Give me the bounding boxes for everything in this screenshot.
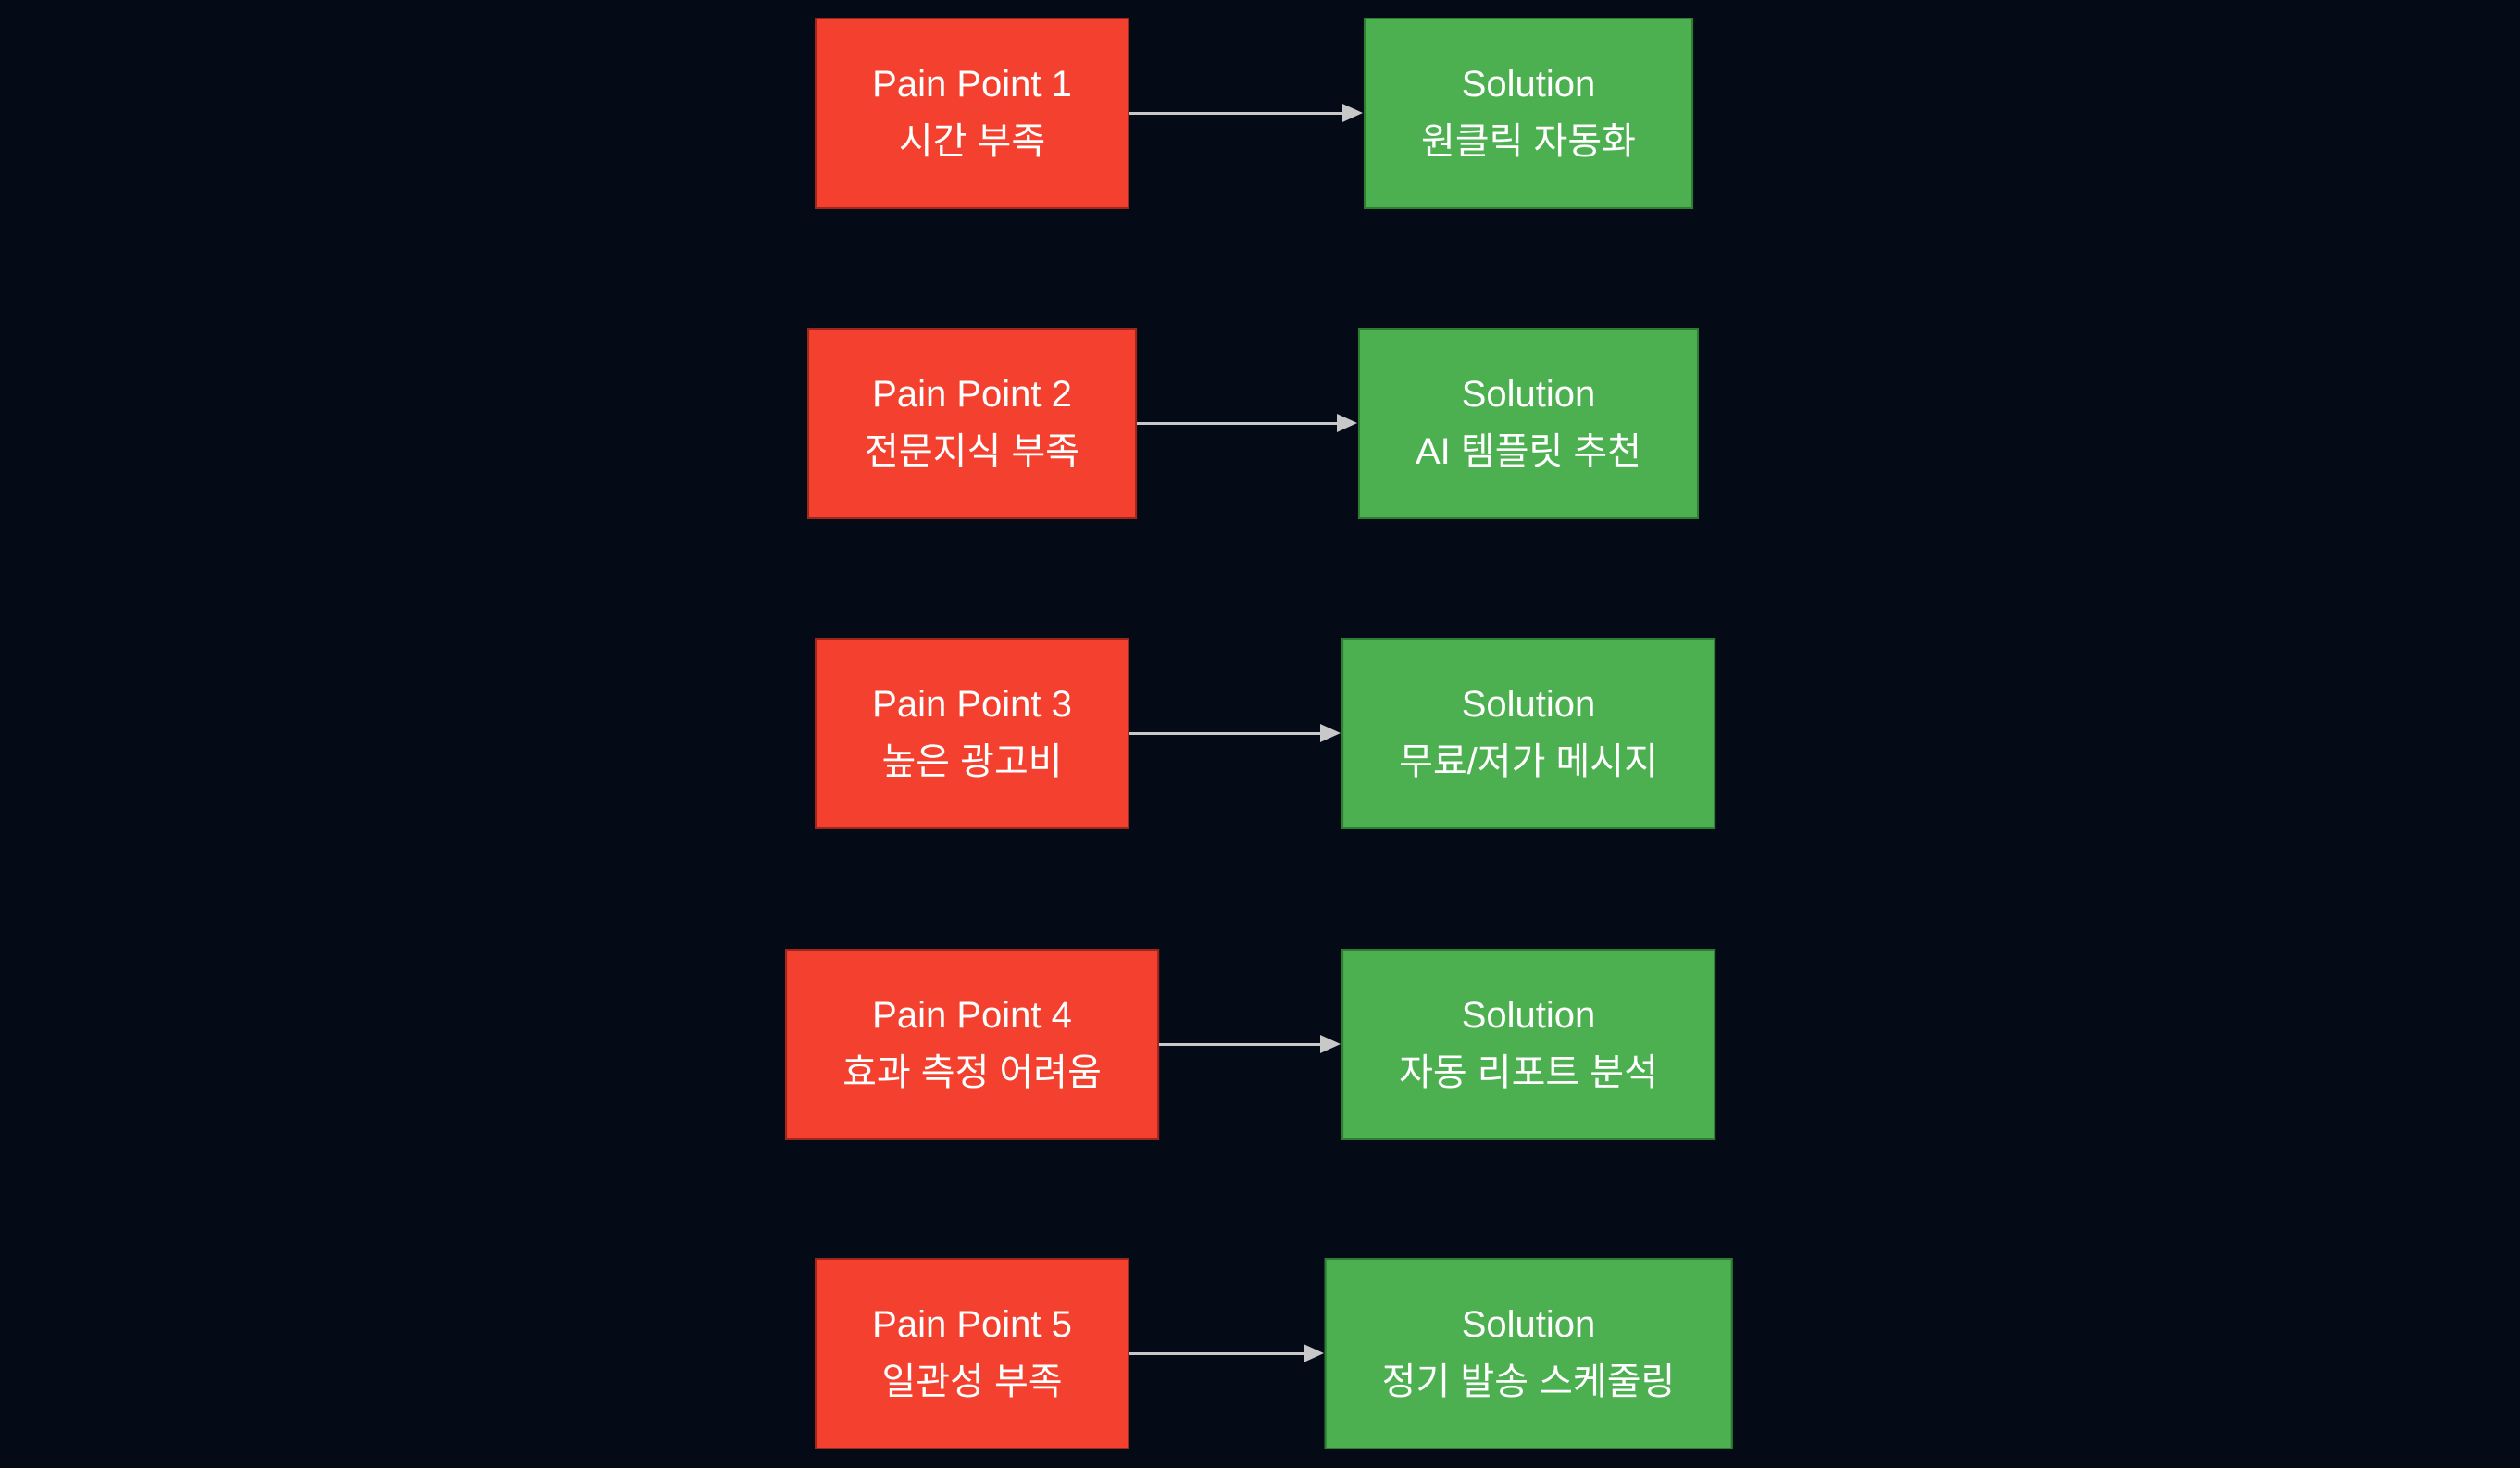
solution-text: 자동 리포트 분석 — [1399, 1051, 1658, 1093]
pain-point-box: Pain Point 2 전문지식 부족 — [807, 328, 1137, 519]
solution-box: Solution 원클릭 자동화 — [1364, 18, 1693, 209]
arrow-right-icon — [1159, 1035, 1341, 1053]
pain-point-text: 일관성 부족 — [881, 1361, 1063, 1402]
solution-title: Solution — [1461, 1304, 1596, 1346]
pain-point-title: Pain Point 1 — [872, 64, 1072, 106]
solution-title: Solution — [1461, 684, 1596, 726]
solution-text: 무료/저가 메시지 — [1399, 740, 1658, 782]
solution-box: Solution 무료/저가 메시지 — [1341, 638, 1715, 829]
pain-point-title: Pain Point 3 — [872, 684, 1072, 726]
pain-solution-row: Pain Point 5 일관성 부족 Solution 정기 발송 스케줄링 — [0, 1258, 2520, 1449]
pain-point-title: Pain Point 4 — [872, 995, 1072, 1037]
pain-solution-row: Pain Point 4 효과 측정 어려움 Solution 자동 리포트 분… — [0, 949, 2520, 1140]
solution-box: Solution 정기 발송 스케줄링 — [1324, 1258, 1733, 1449]
solution-title: Solution — [1461, 374, 1596, 416]
pain-point-box: Pain Point 5 일관성 부족 — [815, 1258, 1129, 1449]
solution-text: AI 템플릿 추천 — [1415, 430, 1642, 472]
arrow-right-icon — [1129, 1344, 1323, 1362]
solution-title: Solution — [1461, 64, 1596, 106]
pain-point-box: Pain Point 1 시간 부족 — [815, 18, 1129, 209]
solution-box: Solution AI 템플릿 추천 — [1357, 328, 1700, 519]
pain-point-text: 효과 측정 어려움 — [842, 1051, 1102, 1093]
pain-point-title: Pain Point 5 — [872, 1304, 1072, 1346]
solution-text: 정기 발송 스케줄링 — [1381, 1361, 1676, 1402]
pain-point-text: 높은 광고비 — [881, 740, 1063, 782]
arrow-right-icon — [1137, 414, 1357, 432]
pain-solution-row: Pain Point 3 높은 광고비 Solution 무료/저가 메시지 — [0, 638, 2520, 829]
pain-point-box: Pain Point 3 높은 광고비 — [815, 638, 1129, 829]
pain-point-title: Pain Point 2 — [872, 374, 1072, 416]
arrow-right-icon — [1129, 104, 1363, 122]
pain-solution-row: Pain Point 1 시간 부족 Solution 원클릭 자동화 — [0, 18, 2520, 209]
solution-text: 원클릭 자동화 — [1421, 120, 1636, 162]
pain-point-text: 시간 부족 — [898, 120, 1046, 162]
pain-point-text: 전문지식 부족 — [865, 430, 1079, 472]
solution-box: Solution 자동 리포트 분석 — [1341, 949, 1715, 1140]
pain-solution-row: Pain Point 2 전문지식 부족 Solution AI 템플릿 추천 — [0, 328, 2520, 519]
solution-title: Solution — [1461, 995, 1596, 1037]
pain-point-box: Pain Point 4 효과 측정 어려움 — [785, 949, 1159, 1140]
arrow-right-icon — [1129, 724, 1341, 742]
